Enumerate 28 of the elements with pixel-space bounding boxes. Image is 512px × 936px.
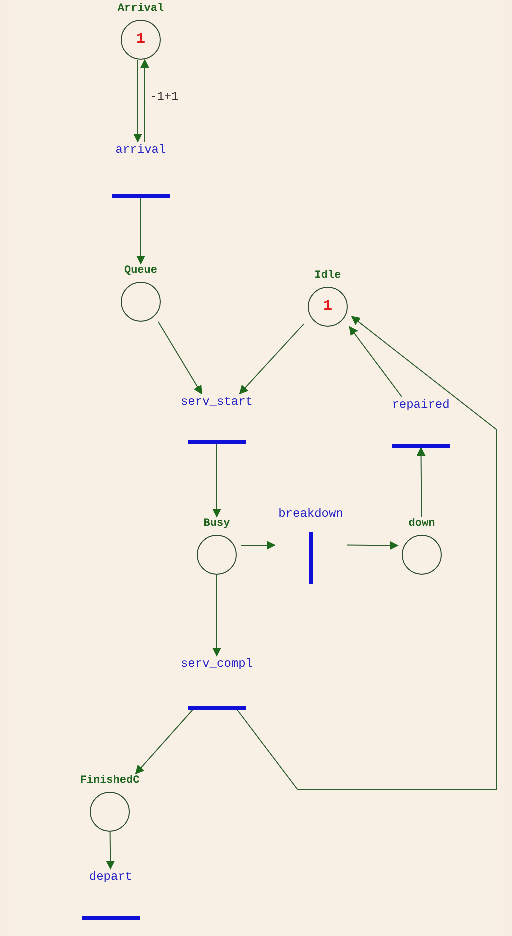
place-name: down xyxy=(408,517,436,531)
arc-arrow xyxy=(134,60,142,143)
arc-arrow xyxy=(212,574,222,657)
transition-name: arrival xyxy=(116,142,166,158)
place-name: FinishedC xyxy=(80,774,140,788)
arc-arrow xyxy=(346,541,399,550)
transition-name: serv_start xyxy=(180,394,253,410)
transition-name: serv_compl xyxy=(180,656,253,672)
arc-arrow xyxy=(212,444,222,518)
arc-arrow xyxy=(136,198,146,265)
transition-name: repaired xyxy=(392,397,450,413)
place-name: Idle xyxy=(314,269,342,283)
arc-arrow xyxy=(416,447,426,518)
place-name: Busy xyxy=(204,517,230,531)
arc-arrow xyxy=(240,540,276,550)
place-name: Arrival xyxy=(118,2,164,16)
arc-arrow xyxy=(135,710,194,775)
arc-arrow xyxy=(158,322,202,395)
arc-arrow xyxy=(239,324,304,395)
arc-arrow xyxy=(140,59,150,142)
arc-arrow xyxy=(106,832,116,870)
transition-name: breakdown xyxy=(278,506,344,522)
transition-name: depart xyxy=(89,869,133,885)
token-count: 1 xyxy=(136,32,146,48)
place-name: Queue xyxy=(124,264,158,278)
token-count: 1 xyxy=(323,299,332,315)
arc-arrow xyxy=(349,326,402,398)
arc-arrow xyxy=(236,316,498,790)
